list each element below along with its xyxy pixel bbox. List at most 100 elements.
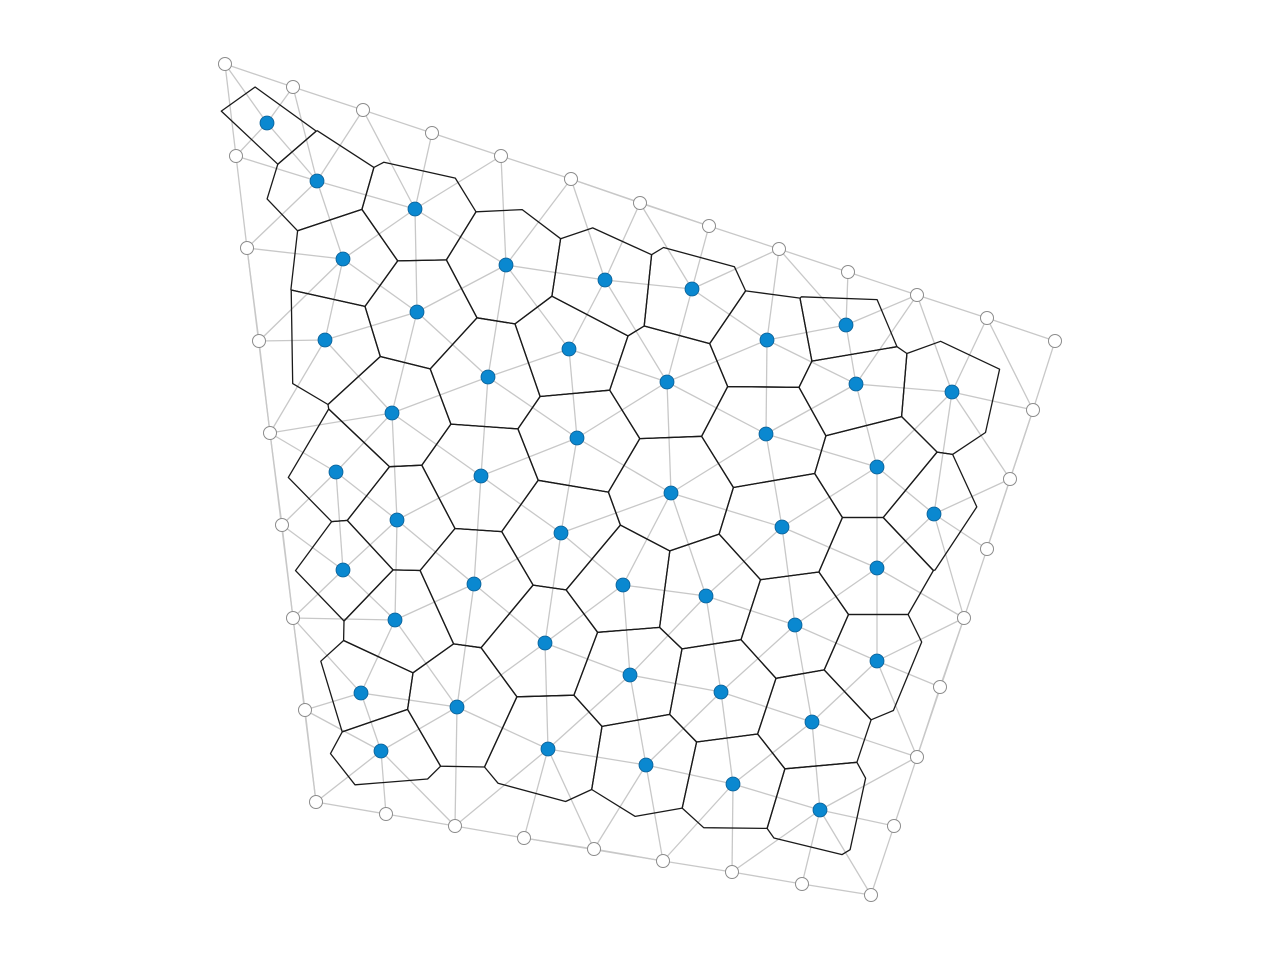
- delaunay-edge: [380, 750, 456, 827]
- boundary-point: [1026, 403, 1040, 417]
- delaunay-edge: [258, 258, 344, 342]
- boundary-point: [356, 103, 370, 117]
- boundary-point: [656, 854, 670, 868]
- delaunay-edges: [224, 63, 1056, 896]
- interior-point: [684, 281, 700, 297]
- boundary-point: [772, 242, 786, 256]
- delaunay-edge: [315, 801, 387, 815]
- delaunay-edge: [362, 109, 433, 134]
- voronoi-cell: [329, 708, 442, 786]
- interior-point: [335, 251, 351, 267]
- boundary-point: [517, 831, 531, 845]
- interior-point: [387, 612, 403, 628]
- boundary-point: [980, 311, 994, 325]
- interior-point: [944, 384, 960, 400]
- interior-point: [498, 257, 514, 273]
- boundary-point: [379, 807, 393, 821]
- delaunay-edge: [778, 248, 847, 326]
- delaunay-edge: [778, 248, 849, 273]
- delaunay-edge: [662, 860, 733, 873]
- interior-point: [622, 667, 638, 683]
- boundary-point: [286, 80, 300, 94]
- interior-point: [774, 519, 790, 535]
- interior-point: [553, 525, 569, 541]
- boundary-point: [795, 877, 809, 891]
- interior-point: [317, 332, 333, 348]
- interior-point: [259, 115, 275, 131]
- boundary-point: [448, 819, 462, 833]
- interior-point: [869, 653, 885, 669]
- delaunay-edge: [708, 225, 780, 250]
- interior-point: [480, 369, 496, 385]
- interior-point: [569, 430, 585, 446]
- delaunay-edge: [870, 825, 895, 896]
- interior-point: [787, 617, 803, 633]
- boundary-point: [980, 542, 994, 556]
- delaunay-edge: [731, 871, 803, 885]
- voronoi-cell: [320, 639, 414, 733]
- boundary-point: [229, 149, 243, 163]
- delaunay-edge: [801, 883, 872, 896]
- interior-point: [615, 577, 631, 593]
- interior-point: [869, 560, 885, 576]
- boundary-point: [240, 241, 254, 255]
- boundary-point: [841, 265, 855, 279]
- boundary-point: [910, 288, 924, 302]
- boundary-point: [263, 426, 277, 440]
- interior-point: [869, 459, 885, 475]
- delaunay-edge: [454, 825, 525, 839]
- delaunay-edge: [304, 709, 382, 752]
- interior-point: [384, 405, 400, 421]
- interior-point: [409, 304, 425, 320]
- boundary-point: [309, 795, 323, 809]
- interior-point: [389, 512, 405, 528]
- delaunay-edge: [855, 294, 918, 385]
- delaunay-edge: [916, 294, 988, 319]
- delaunay-edge: [986, 317, 1056, 342]
- voronoi-cell: [798, 346, 908, 437]
- voronoi-cell: [766, 761, 867, 856]
- voronoi-cells: [220, 86, 1001, 856]
- boundary-point: [564, 172, 578, 186]
- boundary-point: [218, 57, 232, 71]
- interior-point: [328, 464, 344, 480]
- interior-point: [804, 714, 820, 730]
- interior-point: [838, 317, 854, 333]
- boundary-point: [725, 865, 739, 879]
- interior-point: [373, 743, 389, 759]
- boundary-point: [587, 842, 601, 856]
- boundary-point: [933, 680, 947, 694]
- delaunay-edge: [292, 617, 396, 621]
- boundary-point: [702, 219, 716, 233]
- interior-point: [309, 173, 325, 189]
- interior-point: [561, 341, 577, 357]
- delaunay-edge: [431, 132, 502, 157]
- delaunay-edge: [986, 317, 1034, 411]
- boundary-point: [957, 611, 971, 625]
- interior-point: [848, 376, 864, 392]
- interior-point: [659, 374, 675, 390]
- delaunay-edge: [362, 109, 416, 210]
- boundary-point: [425, 126, 439, 140]
- delaunay-edge: [639, 202, 693, 290]
- boundary-point: [864, 888, 878, 902]
- delaunay-edge: [292, 86, 318, 182]
- interior-point: [537, 635, 553, 651]
- delaunay-edge: [731, 809, 821, 873]
- delaunay-edge: [933, 513, 965, 619]
- boundary-point: [1048, 334, 1062, 348]
- boundary-point: [494, 149, 508, 163]
- delaunay-edge: [224, 63, 237, 157]
- boundary-point: [275, 518, 289, 532]
- boundary-point: [252, 334, 266, 348]
- delaunay-edge: [963, 548, 988, 619]
- delaunay-edge: [819, 756, 918, 811]
- interior-point: [335, 562, 351, 578]
- delaunay-edge: [224, 63, 294, 88]
- boundary-point: [286, 611, 300, 625]
- interior-point: [597, 272, 613, 288]
- interior-point: [663, 485, 679, 501]
- interior-point: [638, 757, 654, 773]
- interior-point: [713, 684, 729, 700]
